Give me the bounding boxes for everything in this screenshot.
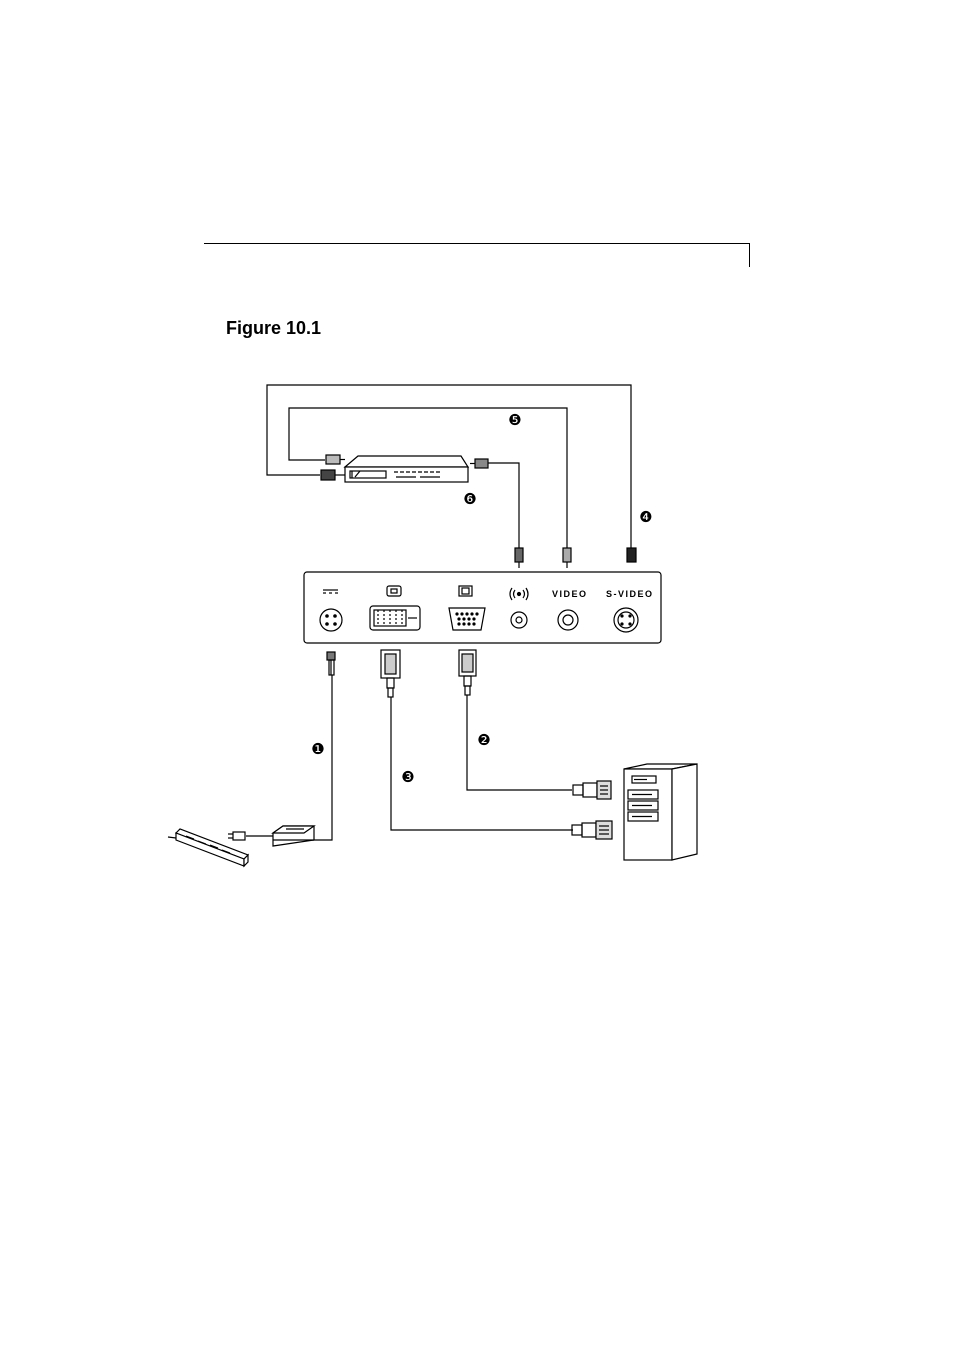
video-label: VIDEO	[552, 589, 588, 599]
pc-tower	[624, 764, 697, 860]
pc-vga-connector	[573, 781, 611, 799]
vga-plug	[459, 650, 476, 695]
player-audio-plug	[470, 459, 488, 468]
audio-plug	[515, 548, 523, 568]
power-adapter	[273, 826, 314, 846]
svideo-plug	[627, 548, 636, 562]
mains-plug	[228, 832, 245, 840]
power-strip	[168, 829, 248, 866]
dc-plug	[327, 652, 335, 675]
player-video-plug	[326, 455, 345, 464]
svideo-label: S-VIDEO	[606, 589, 654, 599]
video-plug	[563, 548, 571, 568]
callout-3: ❸	[401, 768, 414, 786]
dvi-cable	[391, 697, 573, 830]
audio-cable	[488, 463, 519, 548]
callout-1: ❶	[311, 740, 324, 758]
player-svideo-plug	[321, 470, 345, 480]
callout-6: ❻	[463, 490, 476, 508]
pc-dvi-connector	[572, 821, 612, 839]
dvd-player	[345, 456, 468, 482]
dvi-plug	[381, 650, 400, 697]
callout-2: ❷	[477, 731, 490, 749]
callout-4: ❹	[639, 508, 652, 526]
callout-5: ❺	[508, 411, 521, 429]
